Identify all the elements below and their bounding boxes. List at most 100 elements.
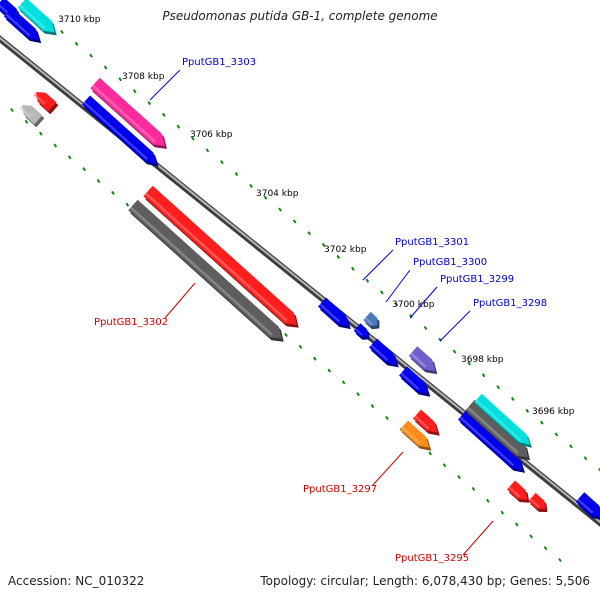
- gene-highlight: [33, 93, 46, 105]
- gene-cds[interactable]: [575, 492, 600, 520]
- gene-cds[interactable]: [82, 95, 159, 167]
- gene-cds[interactable]: [408, 346, 438, 375]
- tick-mark: [307, 231, 312, 236]
- gene-cds[interactable]: [400, 420, 432, 451]
- gene-cds[interactable]: [318, 297, 351, 330]
- gene-cds[interactable]: [528, 492, 548, 512]
- gene-cds[interactable]: [507, 480, 530, 503]
- tick-mark: [471, 486, 476, 492]
- gene-highlight: [19, 106, 32, 118]
- tick-label: 3700 kbp: [392, 300, 435, 310]
- tick-label: 3704 kbp: [256, 189, 299, 199]
- gene-cds[interactable]: [17, 0, 57, 36]
- gene-highlight: [414, 415, 430, 430]
- gene-cds[interactable]: [19, 105, 45, 128]
- tick-mark: [540, 420, 544, 425]
- gene-cds[interactable]: [143, 185, 299, 328]
- tick-mark: [423, 325, 428, 331]
- tick-mark: [327, 368, 332, 373]
- tick-mark: [111, 190, 115, 195]
- tick-mark: [298, 344, 303, 349]
- gene-cds[interactable]: [353, 323, 370, 340]
- gene-body: [143, 185, 297, 325]
- leader-line: [371, 451, 404, 487]
- topology-label: Topology: circular; Length: 6,078,430 bp…: [260, 574, 590, 588]
- tick-mark: [176, 124, 181, 129]
- gene-body: [36, 92, 57, 112]
- gene-cds[interactable]: [413, 409, 440, 436]
- gene-label[interactable]: PputGB1_3295: [395, 553, 469, 564]
- map-title: Pseudomonas putida GB-1, complete genome: [162, 9, 438, 23]
- tick-mark: [39, 131, 43, 136]
- gene-highlight: [410, 352, 427, 368]
- tick-mark: [89, 53, 93, 58]
- accession-label: Accession: NC_010322: [8, 574, 145, 588]
- gene-body: [363, 311, 378, 327]
- gene-body: [17, 0, 55, 33]
- tick-label: 3702 kbp: [324, 245, 367, 255]
- leader-line: [149, 69, 181, 101]
- gene-cds[interactable]: [4, 7, 42, 44]
- gene-body: [369, 338, 397, 365]
- tick-mark: [191, 136, 195, 141]
- gene-body: [400, 420, 430, 448]
- gene-label[interactable]: PputGB1_3303: [182, 57, 256, 68]
- gene-label[interactable]: PputGB1_3300: [413, 257, 487, 268]
- gene-highlight: [364, 317, 373, 325]
- tick-mark: [321, 243, 326, 248]
- gene-cds[interactable]: [474, 393, 532, 448]
- gene-highlight: [400, 372, 420, 391]
- tick-mark: [313, 356, 317, 361]
- gene-cds[interactable]: [465, 399, 530, 461]
- gene-highlight: [466, 406, 520, 455]
- tick-mark: [292, 219, 297, 224]
- leader-line: [409, 286, 438, 319]
- gene-body: [82, 95, 157, 164]
- gene-highlight: [129, 206, 273, 336]
- tick-mark: [583, 456, 588, 461]
- gene-cds[interactable]: [33, 92, 59, 115]
- tick-mark: [24, 119, 29, 124]
- tick-mark: [74, 41, 79, 46]
- gene-label[interactable]: PputGB1_3299: [440, 274, 514, 285]
- tick-mark: [284, 332, 288, 338]
- gene-cds[interactable]: [90, 77, 167, 149]
- tick-mark: [341, 380, 346, 385]
- gene-highlight: [529, 498, 540, 508]
- tick-label: 3698 kbp: [461, 355, 504, 365]
- tick-mark: [278, 207, 282, 212]
- tick-mark: [409, 314, 413, 319]
- gene-body: [318, 297, 349, 327]
- gene-label[interactable]: PputGB1_3298: [473, 298, 547, 309]
- tick-mark: [161, 112, 166, 117]
- gene-highlight: [508, 486, 521, 498]
- gene-label[interactable]: PputGB1_3297: [303, 484, 377, 495]
- gene-body: [399, 366, 429, 394]
- gene-body: [458, 410, 523, 470]
- gene-label[interactable]: PputGB1_3301: [395, 237, 469, 248]
- tick-mark: [452, 349, 457, 354]
- tick-mark: [394, 302, 399, 307]
- gene-body: [413, 409, 438, 433]
- gene-cds[interactable]: [128, 199, 284, 342]
- tick-label: 3696 kbp: [532, 407, 575, 417]
- tick-mark: [385, 415, 389, 420]
- gene-cds[interactable]: [369, 338, 399, 368]
- gene-cds[interactable]: [458, 410, 525, 473]
- tick-mark: [125, 202, 130, 207]
- tick-mark: [60, 29, 64, 35]
- gene-cds[interactable]: [363, 311, 380, 330]
- tick-mark: [442, 463, 447, 468]
- gene-highlight: [83, 101, 148, 160]
- gene-highlight: [475, 399, 522, 441]
- gene-cds[interactable]: [399, 366, 431, 397]
- gene-body: [90, 77, 165, 146]
- tick-mark: [514, 522, 519, 527]
- tick-mark: [234, 171, 239, 177]
- gene-highlight: [370, 344, 389, 361]
- tick-mark: [370, 403, 375, 409]
- gene-label[interactable]: PputGB1_3302: [94, 317, 168, 328]
- tick-mark: [96, 178, 101, 184]
- leader-line: [164, 282, 196, 319]
